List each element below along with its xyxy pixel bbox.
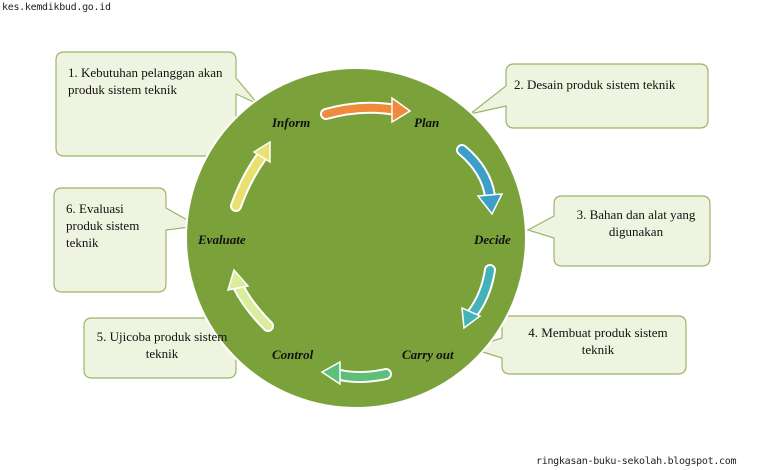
stage-decide: Decide: [474, 232, 511, 247]
arrow-carryout-to-control-icon: [320, 360, 392, 386]
arrow-evaluate-to-inform-icon: [230, 140, 271, 212]
arrow-control-to-evaluate-icon: [226, 268, 274, 332]
stage-control: Control: [272, 347, 314, 362]
stage-inform: Inform: [272, 115, 311, 130]
arrow-decide-to-carryout-icon: [461, 264, 496, 330]
stage-evaluate: Evaluate: [198, 232, 246, 247]
callout-4-text: 4. Membuat produk sistem teknik: [528, 325, 668, 357]
stage-plan: Plan: [414, 115, 440, 130]
callout-1-text: 1. Kebutuhan pelanggan akan produk siste…: [68, 65, 223, 97]
callout-5-text: 5. Ujicoba produk sistem teknik: [96, 329, 228, 361]
arrow-plan-to-decide-icon: [456, 144, 504, 216]
callout-6-text: 6. Evaluasi produk sistem teknik: [66, 201, 140, 250]
stage-carry-out: Carry out: [402, 347, 454, 362]
callout-6: [53, 187, 200, 293]
arrow-inform-to-plan-icon: [320, 96, 412, 124]
watermark-top: kes.kemdikbud.go.id: [2, 2, 111, 13]
callout-2-text: 2. Desain produk sistem teknik: [514, 77, 676, 92]
callout-2: [469, 63, 709, 129]
callout-3-text: 3. Bahan dan alat yang digunakan: [576, 207, 696, 239]
watermark-bottom: ringkasan-buku-sekolah.blogspot.com: [536, 456, 737, 467]
callout-3: [526, 195, 711, 267]
